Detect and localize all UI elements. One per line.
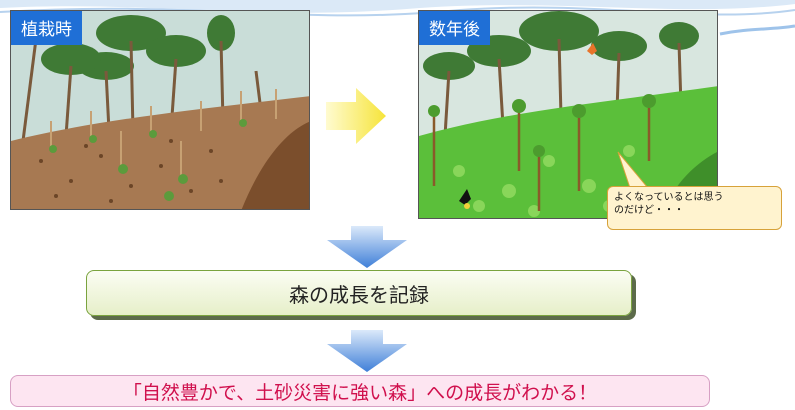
speech-bubble-line1: よくなっているとは思う — [614, 192, 724, 203]
result-statement-text: 「自然豊かで、土砂災害に強い森」への成長がわかる！ — [122, 381, 598, 404]
down-arrow-icon-2 — [327, 330, 407, 372]
record-forest-growth-label: 森の成長を記録 — [289, 282, 429, 307]
before-planting-illustration: 植栽時 — [10, 10, 310, 210]
planting-scene-image — [11, 11, 309, 209]
speech-bubble-line2: のだけど・・・ — [614, 205, 684, 216]
years-later-tag: 数年後 — [419, 11, 490, 45]
result-statement-box: 「自然豊かで、土砂災害に強い森」への成長がわかる！ — [10, 375, 710, 407]
down-arrow-icon — [327, 226, 407, 268]
record-forest-growth-box: 森の成長を記録 — [86, 270, 632, 316]
speech-bubble: よくなっているとは思う のだけど・・・ — [607, 186, 782, 230]
speech-bubble-tail — [617, 151, 650, 189]
planting-time-tag: 植栽時 — [11, 11, 82, 45]
right-arrow-icon — [326, 88, 386, 144]
